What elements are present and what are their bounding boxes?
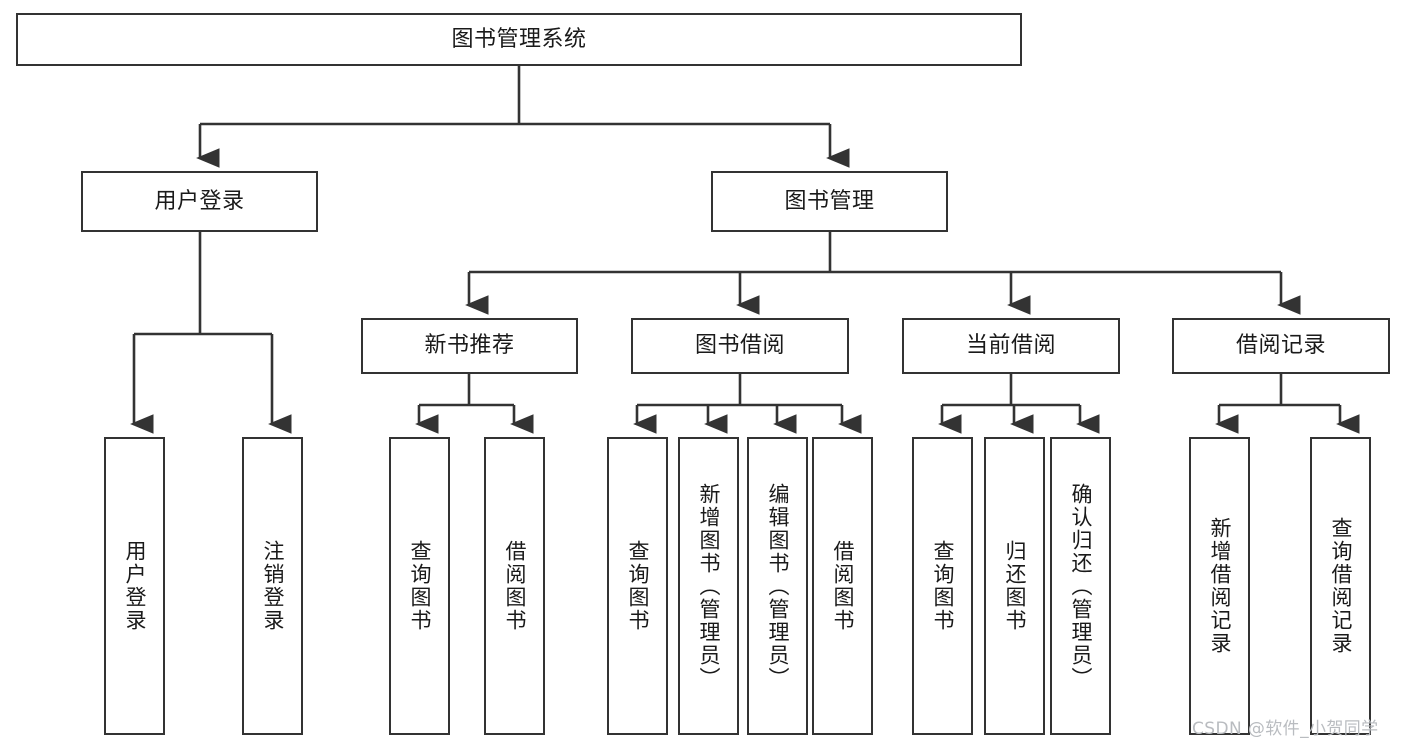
leaf-query-book-2-label: 查询图书 — [626, 540, 650, 632]
node-book-management-label: 图书管理 — [784, 188, 875, 214]
node-new-book-recommend-label: 新书推荐 — [424, 333, 515, 359]
leaf-add-book[interactable]: 新增图书（管理员） — [678, 437, 739, 735]
leaf-borrow-book-2[interactable]: 借阅图书 — [812, 437, 873, 735]
leaf-query-book-2[interactable]: 查询图书 — [607, 437, 668, 735]
leaf-user-login-label: 用户登录 — [123, 540, 147, 632]
node-borrow-record[interactable]: 借阅记录 — [1172, 318, 1390, 374]
watermark: CSDN @软件_小贺同学 — [1192, 719, 1379, 739]
node-borrow-record-label: 借阅记录 — [1235, 333, 1326, 359]
leaf-query-record[interactable]: 查询借阅记录 — [1310, 437, 1371, 735]
leaf-return-book-label: 归还图书 — [1003, 540, 1027, 632]
leaf-query-book-3[interactable]: 查询图书 — [912, 437, 973, 735]
leaf-borrow-book-1-label: 借阅图书 — [503, 540, 527, 632]
node-user-login-label: 用户登录 — [154, 188, 245, 214]
leaf-query-book-1[interactable]: 查询图书 — [389, 437, 450, 735]
leaf-edit-book-label: 编辑图书（管理员） — [766, 482, 790, 690]
leaf-user-login[interactable]: 用户登录 — [104, 437, 165, 735]
leaf-query-book-1-label: 查询图书 — [408, 540, 432, 632]
leaf-edit-book[interactable]: 编辑图书（管理员） — [747, 437, 808, 735]
leaf-confirm-return-label: 确认归还（管理员） — [1069, 482, 1093, 690]
leaf-add-record-label: 新增借阅记录 — [1208, 517, 1232, 655]
node-current-borrow[interactable]: 当前借阅 — [902, 318, 1120, 374]
leaf-add-record[interactable]: 新增借阅记录 — [1189, 437, 1250, 735]
leaf-return-book[interactable]: 归还图书 — [984, 437, 1045, 735]
leaf-add-book-label: 新增图书（管理员） — [697, 482, 721, 690]
node-new-book-recommend[interactable]: 新书推荐 — [361, 318, 578, 374]
leaf-query-record-label: 查询借阅记录 — [1329, 517, 1353, 655]
node-book-management[interactable]: 图书管理 — [711, 171, 948, 232]
node-book-borrow[interactable]: 图书借阅 — [631, 318, 849, 374]
node-user-login[interactable]: 用户登录 — [81, 171, 318, 232]
leaf-borrow-book-1[interactable]: 借阅图书 — [484, 437, 545, 735]
leaf-borrow-book-2-label: 借阅图书 — [831, 540, 855, 632]
leaf-logout[interactable]: 注销登录 — [242, 437, 303, 735]
node-book-borrow-label: 图书借阅 — [694, 333, 785, 359]
node-current-borrow-label: 当前借阅 — [965, 333, 1056, 359]
node-root[interactable]: 图书管理系统 — [16, 13, 1022, 66]
leaf-query-book-3-label: 查询图书 — [931, 540, 955, 632]
leaf-confirm-return[interactable]: 确认归还（管理员） — [1050, 437, 1111, 735]
node-root-label: 图书管理系统 — [451, 26, 587, 52]
leaf-logout-label: 注销登录 — [261, 540, 285, 632]
